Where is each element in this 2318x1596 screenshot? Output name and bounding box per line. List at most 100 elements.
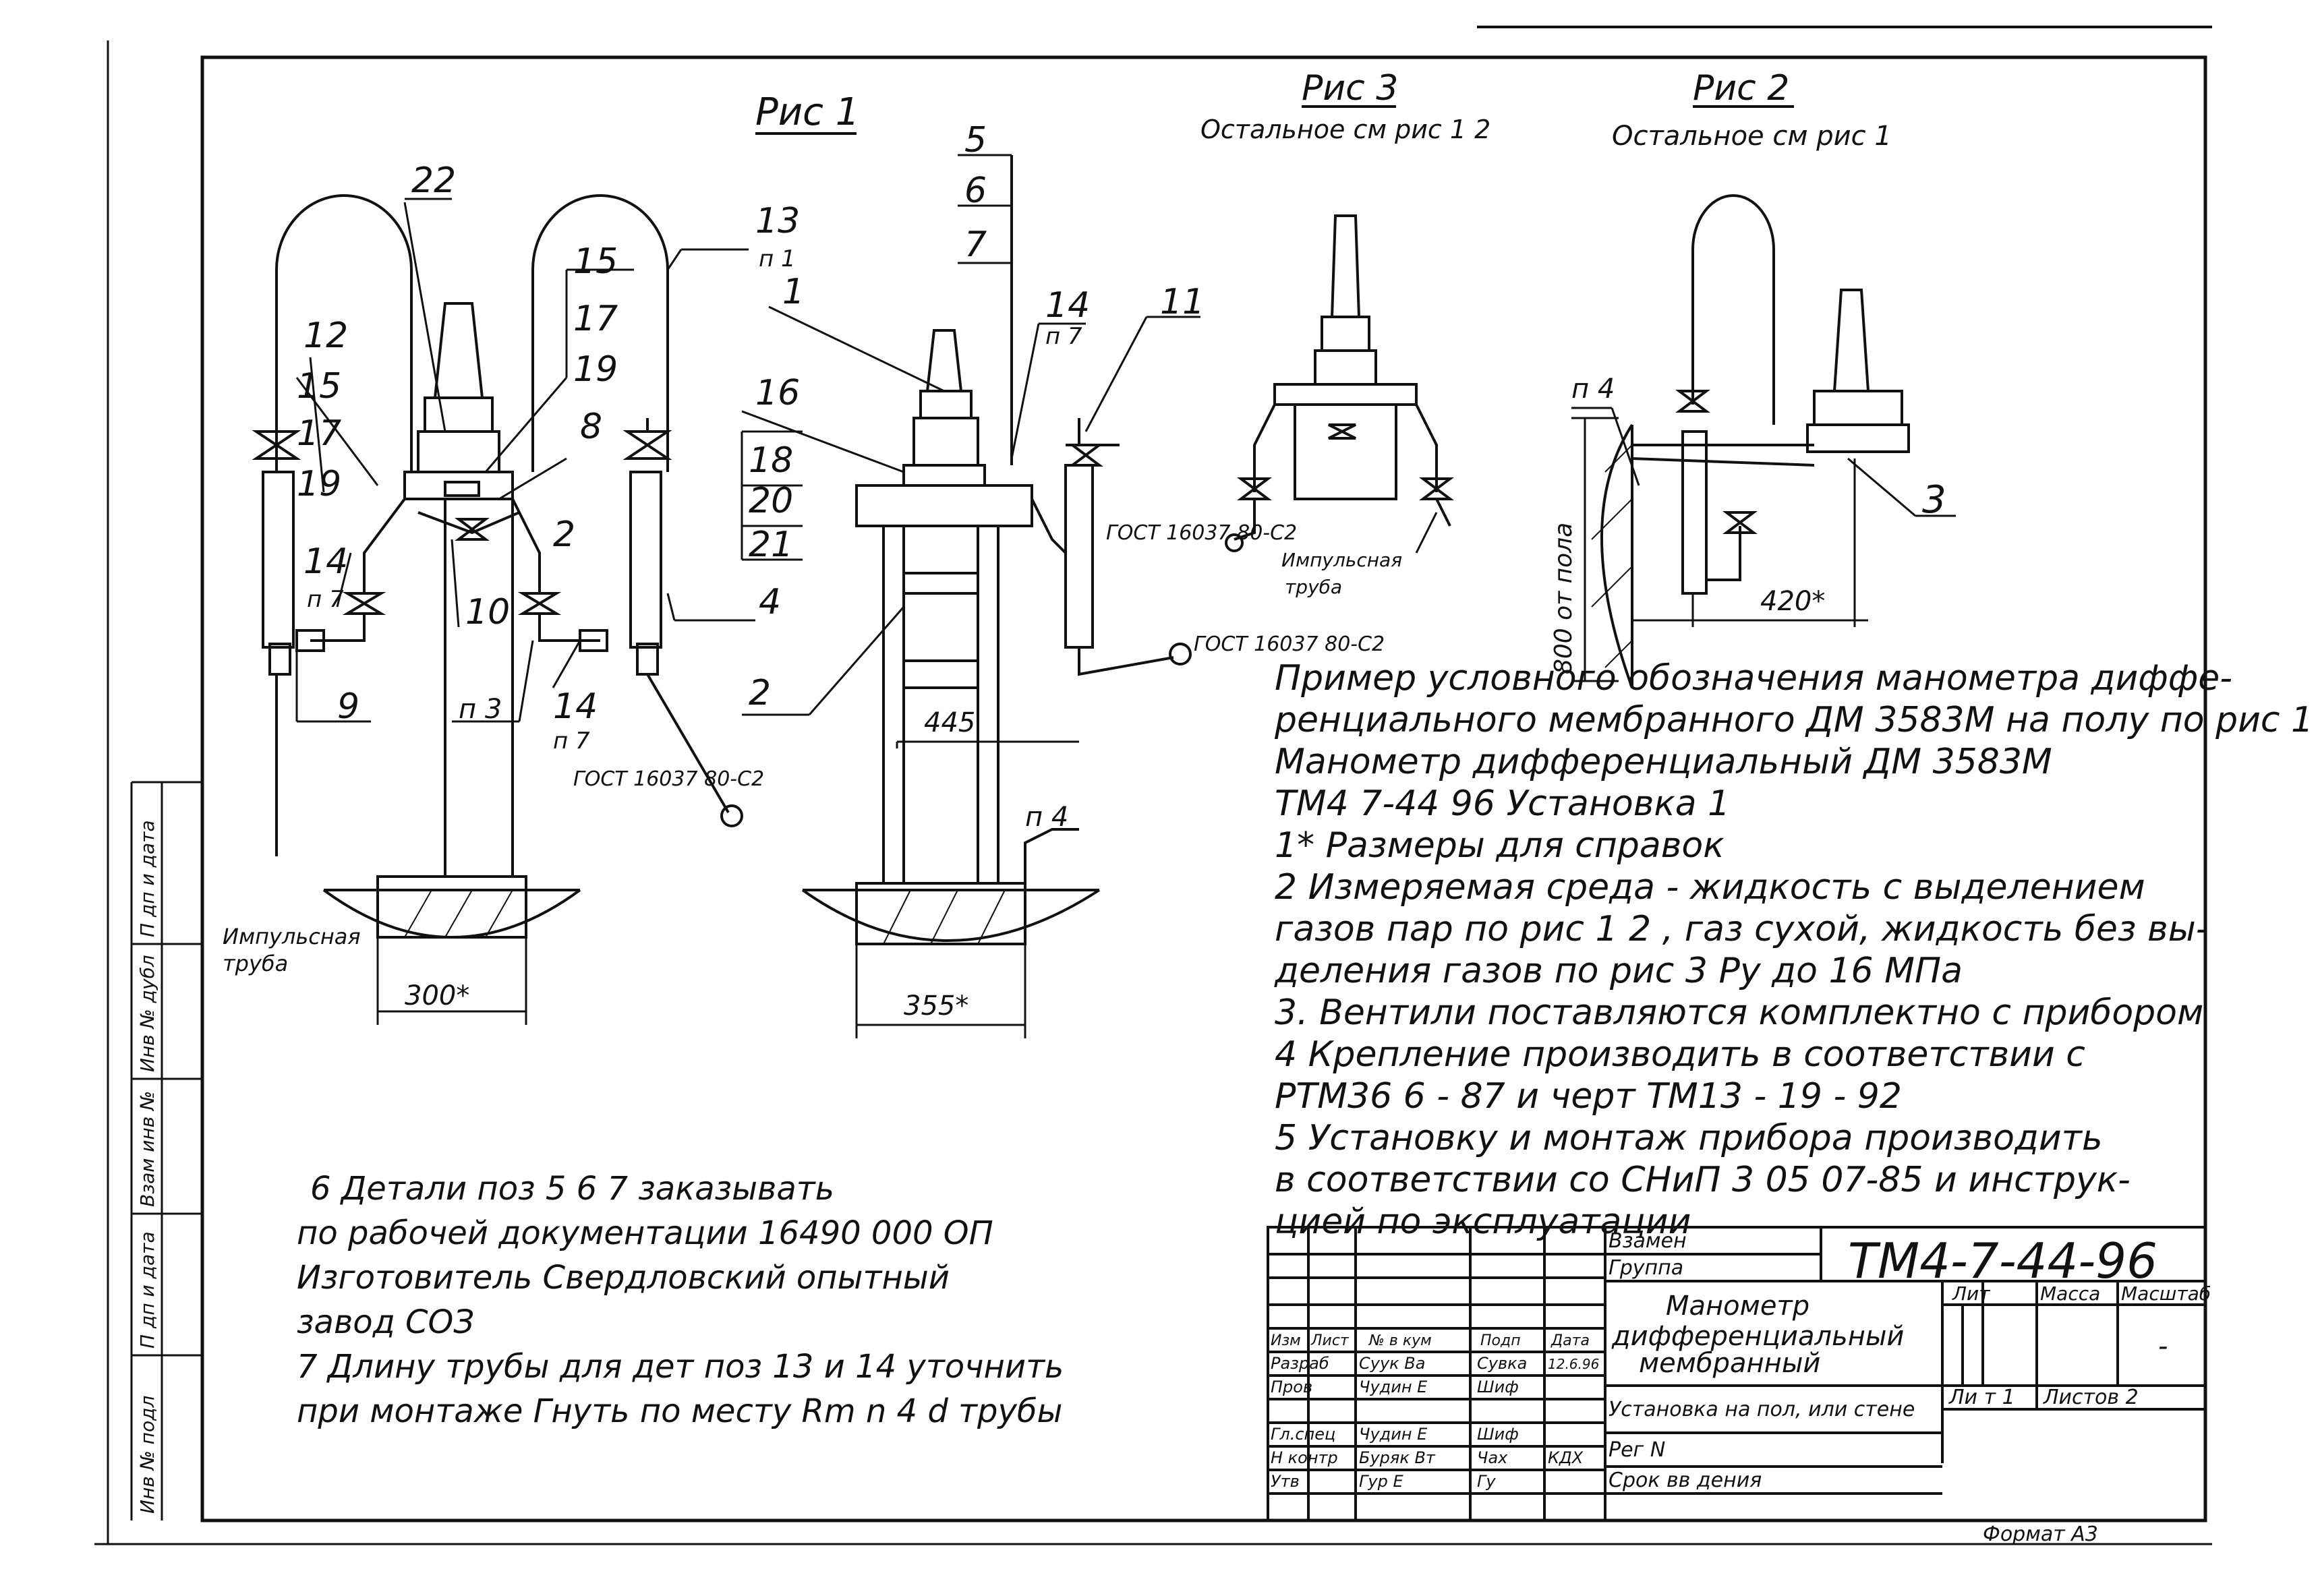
doc-code: ТМ4-7-44-96 [1848,1233,2157,1289]
person-sign: Шиф [1477,1425,1519,1444]
person-role: Разраб [1271,1354,1329,1373]
callout-17b: 17 [297,413,341,454]
callout-9: 9 [337,686,359,727]
callout-14c: 14 [1045,285,1090,326]
fig2-text: Рис 2 Остальное см рис 1 п 4 3 420* 800 … [1550,68,1946,674]
hdr-list: Лист [1310,1332,1350,1349]
sheet-label: Ли т 1 [1948,1386,2015,1409]
callout-15: 15 [573,241,618,282]
callout-19: 19 [573,349,618,390]
side-stamp: Инв № подл П дп и дата Взам инв № Инв № … [130,781,202,1520]
callout-2a: 2 [553,514,575,555]
callout-13-sub: п 1 [759,245,796,272]
callout-12: 12 [303,316,348,356]
dim-300: 300* [405,980,469,1011]
callout-10: 10 [465,592,510,632]
name-line-1: Манометр [1666,1291,1809,1322]
callout-13: 13 [755,201,800,241]
callout-p4: п 4 [1025,802,1068,833]
note-line: Изготовитель Свердловский опытный [297,1259,950,1297]
callout-2b: 2 [749,673,771,713]
impulse-tube-label-2: Импульсная [1281,549,1402,571]
fig1-title: Рис 1 [755,90,859,134]
callout-6: 6 [964,171,987,211]
install-label: Установка на пол, или стене [1609,1398,1915,1421]
person-sign: Шиф [1477,1378,1519,1396]
dim-355: 355* [904,991,968,1022]
callout-14b-sub: п 7 [553,728,590,755]
callout-20: 20 [749,481,793,521]
dim-800: 800 от пола [1550,523,1577,674]
hdr-doc: № в кум [1368,1332,1432,1349]
notes-block: Пример условного обозначения манометра д… [1275,657,2313,1243]
callout-1: 1 [782,272,805,312]
note-line: РТМ36 6 - 87 и черт ТМ13 - 19 - 92 [1275,1076,1902,1117]
note-line: 4 Крепление производить в соответствии с [1275,1034,2085,1075]
note-line: ренциального мембранного ДМ 3583М на пол… [1275,700,2314,740]
name-line-3: мембранный [1639,1348,1820,1379]
note-line: 6 Детали поз 5 6 7 заказывать [310,1170,834,1208]
callout-8: 8 [580,407,602,447]
note-line: 7 Длину трубы для дет поз 13 и 14 уточни… [297,1348,1064,1386]
dim-445: 445 [924,707,975,738]
stamp-label: Инв № подл [136,1396,158,1514]
impulse-tube-label-2b: труба [1285,576,1342,598]
sheets-label: Листов 2 [2043,1386,2139,1409]
person-role: Гл.спец [1271,1425,1335,1444]
person-sign: Сувка [1477,1354,1527,1373]
person-role: Н контр [1271,1448,1338,1467]
callout-7: 7 [964,225,987,265]
note-line: 2 Измеряемая среда - жидкость с выделени… [1275,867,2145,908]
person-name: Буряк Вт [1359,1448,1436,1467]
callout-16: 16 [755,373,800,413]
person-date: 12.6.96 [1548,1356,1599,1372]
callout-4: 4 [759,582,781,622]
note-line: 5 Установку и монтаж прибора производить [1275,1118,2103,1158]
fig3-text: Рис 3 Остальное см рис 1 2 Импульсная тр… [1200,68,1490,598]
fig3-title: Рис 3 [1302,68,1398,109]
col-scale: Масштаб [2121,1282,2211,1305]
callout-11: 11 [1160,282,1205,322]
stamp-label: Инв № дубл [136,955,158,1072]
callout-p4b: п 4 [1571,374,1615,405]
dim-420: 420* [1760,586,1825,617]
callout-p3: п 3 [459,694,502,725]
callout-17: 17 [573,299,618,339]
note-line: деления газов по рис 3 Ру до 16 МПа [1275,951,1963,991]
person-date: КДХ [1548,1448,1584,1467]
person-name: Чудин Е [1359,1425,1428,1444]
person-name: Суук Ва [1359,1354,1425,1373]
figure-2 [1571,105,1956,688]
callout-14a-sub: п 7 [307,586,344,613]
impulse-tube-label-1b: труба [223,951,288,976]
figure-1: Рис 1 [252,90,859,1025]
callout-5: 5 [964,120,987,160]
note-line: 3. Вентили поставляются комплектно с при… [1275,993,2204,1033]
col-lit: Лит [1952,1282,1990,1305]
callout-18: 18 [749,440,793,481]
callout-14b: 14 [553,686,598,727]
col-massa: Масса [2040,1282,2100,1305]
title-block-text: ТМ4-7-44-96 Взамен Группа Манометр диффе… [1271,1229,2211,1546]
gruppa-label: Группа [1609,1256,1683,1280]
notes-lower-block: 6 Детали поз 5 6 7 заказывать по рабочей… [297,1166,1064,1434]
person-name: Чудин Е [1359,1378,1428,1396]
format-label: Формат А3 [1983,1523,2098,1546]
fig3-subtitle: Остальное см рис 1 2 [1200,115,1490,144]
callout-19b: 19 [297,464,341,504]
hdr-date: Дата [1551,1332,1590,1349]
callout-21: 21 [749,525,793,565]
person-role: Пров [1271,1378,1312,1396]
callout-14a: 14 [303,541,348,582]
fig2-title: Рис 2 [1693,68,1789,109]
note-line: 1* Размеры для справок [1275,825,1725,866]
reg-label: Рег N [1609,1438,1665,1462]
note-line: газов пар по рис 1 2 , газ сухой, жидкос… [1275,909,2209,949]
fig1-callouts: 22 13 п 1 15 17 19 12 15 17 19 8 14 п 7 … [223,160,800,976]
srok-label: Срок вв дения [1609,1469,1762,1492]
person-name: Гур Е [1359,1472,1403,1491]
figure-3 [1225,105,1454,554]
note-line: Пример условного обозначения манометра д… [1275,658,2232,699]
person-sign: Чах [1477,1448,1508,1467]
